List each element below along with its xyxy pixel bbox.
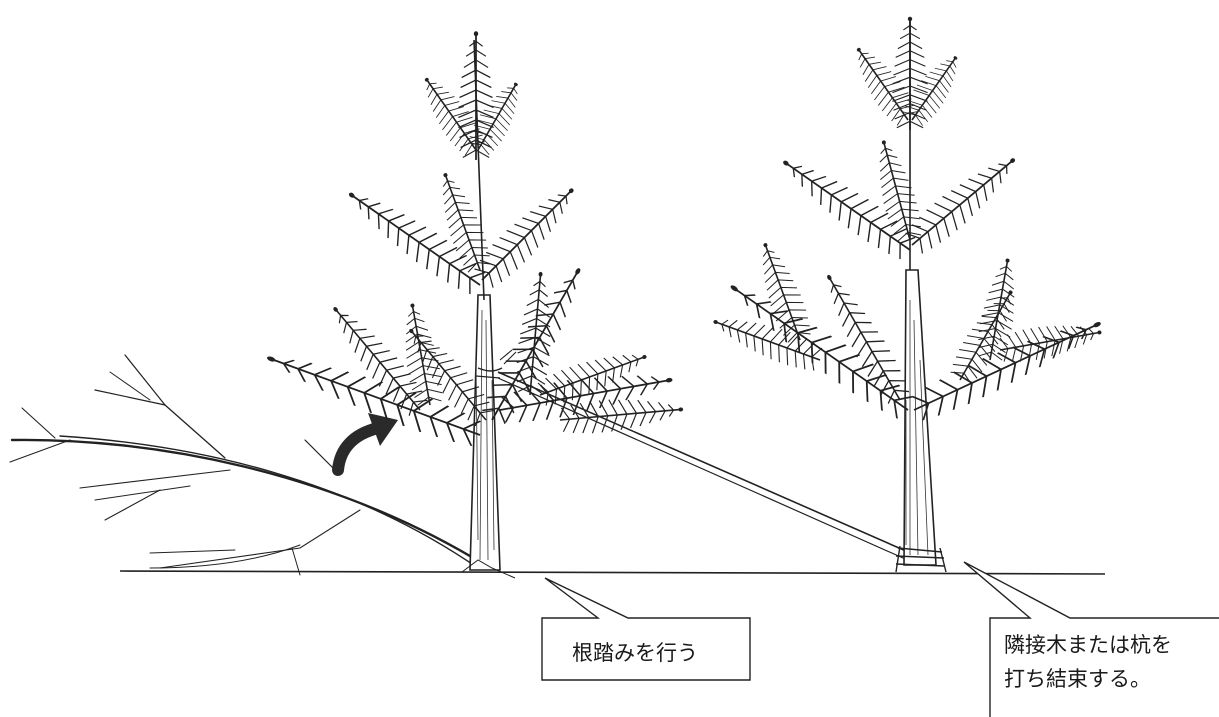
tie-rope (475, 349, 916, 563)
fallen-tree-icon (9, 354, 487, 576)
right-pine-tree-icon (707, 15, 1110, 573)
callout-root-tamping-box (541, 577, 751, 681)
left-pine-tree-icon (259, 30, 686, 579)
callout-tie-box (963, 561, 1219, 717)
callout-root-tamping-label: 根踏みを行う (572, 641, 698, 665)
callout-tie-label: 隣接木または杭を 打ち結束する。 (1004, 628, 1172, 696)
callout-tie-line2: 打ち結束する。 (1004, 667, 1151, 691)
callout-tie-line1: 隣接木または杭を (1004, 633, 1172, 657)
curved-arrow-icon (332, 413, 398, 476)
ground-line (119, 570, 1106, 575)
